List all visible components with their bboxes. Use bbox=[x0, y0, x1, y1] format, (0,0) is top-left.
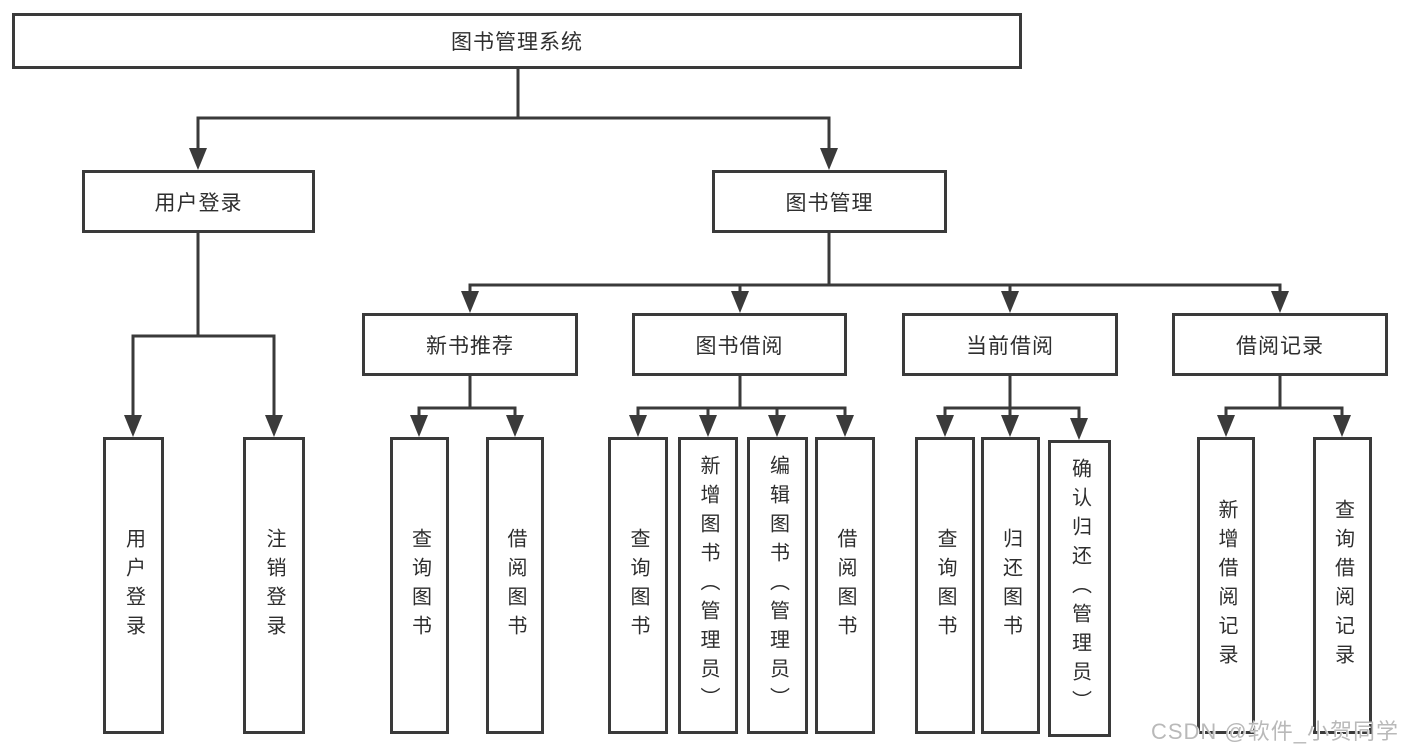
arrowhead-icon bbox=[1001, 291, 1019, 313]
leaf-borrow-books: 借阅图书 bbox=[815, 437, 875, 734]
leaf-label: 注销登录 bbox=[263, 527, 285, 644]
arrowhead-icon bbox=[768, 415, 786, 437]
arrowhead-icon bbox=[699, 415, 717, 437]
arrowhead-icon bbox=[265, 415, 283, 437]
node-label: 图书借阅 bbox=[695, 334, 784, 358]
node-label: 当前借阅 bbox=[966, 334, 1054, 358]
leaf-label: 查询图书 bbox=[627, 527, 649, 644]
node-book-management: 图书管理 bbox=[712, 170, 947, 233]
leaf-query-books: 查询图书 bbox=[915, 437, 975, 734]
node-label: 用户登录 bbox=[154, 191, 243, 215]
leaf-label: 查询图书 bbox=[408, 527, 431, 644]
leaf-borrow-books: 借阅图书 bbox=[486, 437, 544, 734]
leaf-user-login: 用户登录 bbox=[103, 437, 164, 734]
node-book-borrow: 图书借阅 bbox=[632, 313, 847, 376]
leaf-label: 用户登录 bbox=[122, 527, 145, 644]
leaf-label: 借阅图书 bbox=[834, 527, 856, 644]
leaf-label: 查询图书 bbox=[934, 527, 956, 644]
leaf-logout: 注销登录 bbox=[243, 437, 305, 734]
arrowhead-icon bbox=[506, 415, 524, 437]
node-root-label: 图书管理系统 bbox=[451, 31, 583, 54]
node-new-book-recommend: 新书推荐 bbox=[362, 313, 578, 376]
arrowhead-icon bbox=[629, 415, 647, 437]
arrowhead-icon bbox=[410, 415, 428, 437]
leaf-label: 借阅图书 bbox=[504, 527, 526, 644]
node-label: 借阅记录 bbox=[1236, 334, 1324, 358]
leaf-query-books: 查询图书 bbox=[608, 437, 668, 734]
leaf-label: 归还图书 bbox=[999, 527, 1022, 644]
node-borrow-records: 借阅记录 bbox=[1172, 313, 1388, 376]
leaf-add-books-admin: 新增图书（管理员） bbox=[678, 437, 738, 734]
node-label: 新书推荐 bbox=[426, 334, 514, 358]
leaf-confirm-return-admin: 确认归还（管理员） bbox=[1048, 440, 1111, 737]
arrowhead-icon bbox=[189, 148, 207, 170]
arrowhead-icon bbox=[836, 415, 854, 437]
node-current-borrow: 当前借阅 bbox=[902, 313, 1118, 376]
watermark: CSDN @软件_小贺同学 bbox=[1150, 719, 1399, 744]
leaf-query-borrow-record: 查询借阅记录 bbox=[1313, 437, 1372, 734]
leaf-add-borrow-record: 新增借阅记录 bbox=[1197, 437, 1255, 734]
leaf-label: 编辑图书（管理员） bbox=[766, 455, 789, 716]
node-root: 图书管理系统 bbox=[12, 13, 1022, 69]
arrowhead-icon bbox=[820, 148, 838, 170]
arrowhead-icon bbox=[1271, 291, 1289, 313]
leaf-edit-books-admin: 编辑图书（管理员） bbox=[747, 437, 808, 734]
node-user-login-group: 用户登录 bbox=[82, 170, 315, 233]
arrowhead-icon bbox=[1217, 415, 1235, 437]
arrowhead-icon bbox=[731, 291, 749, 313]
leaf-label: 新增图书（管理员） bbox=[697, 455, 719, 716]
arrowhead-icon bbox=[461, 291, 479, 313]
arrowhead-icon bbox=[1070, 418, 1088, 440]
leaf-label: 确认归还（管理员） bbox=[1068, 458, 1091, 719]
leaf-label: 查询借阅记录 bbox=[1331, 498, 1354, 673]
arrowhead-icon bbox=[1001, 415, 1019, 437]
arrowhead-icon bbox=[936, 415, 954, 437]
leaf-label: 新增借阅记录 bbox=[1215, 498, 1237, 673]
arrowhead-icon bbox=[124, 415, 142, 437]
leaf-return-books: 归还图书 bbox=[981, 437, 1040, 734]
node-label: 图书管理 bbox=[785, 191, 874, 215]
arrowhead-icon bbox=[1333, 415, 1351, 437]
leaf-query-books: 查询图书 bbox=[390, 437, 449, 734]
